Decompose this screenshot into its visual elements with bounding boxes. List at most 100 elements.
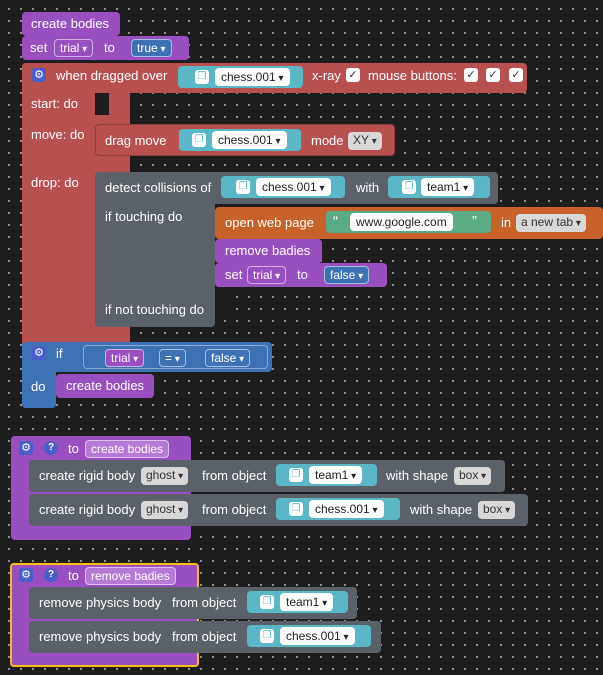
trial-variable-dropdown[interactable]: trial	[54, 39, 94, 57]
from-object-label: from object	[172, 629, 237, 644]
detect-object-dropdown[interactable]: chess.001	[256, 178, 331, 196]
remove-badies-call-block[interactable]: remove badies	[215, 239, 322, 263]
set-label: set	[30, 40, 48, 55]
close-quote-icon: ”	[472, 213, 477, 230]
to-label: to	[68, 568, 79, 583]
detect-collisions-label: detect collisions of	[105, 180, 212, 195]
start-do-label: start: do	[31, 96, 78, 111]
gear-icon[interactable]: ⚙	[19, 441, 33, 455]
object-selector[interactable]: ❒ chess.001	[247, 625, 371, 647]
body-type-dropdown[interactable]: ghost	[141, 467, 189, 485]
gear-icon[interactable]: ⚙	[19, 568, 33, 582]
compare-block[interactable]: trial = false	[83, 345, 268, 369]
trial-variable-dropdown[interactable]: trial	[247, 266, 287, 284]
remove-physics-body-row-1[interactable]: remove physics body from object ❒ team1	[29, 587, 357, 619]
set-trial-false-block[interactable]: set trial to false	[215, 263, 387, 287]
to-label: to	[68, 441, 79, 456]
from-object-label: from object	[202, 468, 267, 483]
do-label: do	[31, 379, 46, 394]
if-label: if	[56, 346, 63, 361]
object-icon: ❒	[195, 70, 209, 84]
drag-move-object-dropdown[interactable]: chess.001	[212, 131, 287, 149]
start-do-slot[interactable]	[95, 93, 109, 115]
detect-object-selector[interactable]: ❒ chess.001	[221, 176, 345, 198]
remove-physics-body-row-2[interactable]: remove physics body from object ❒ chess.…	[29, 621, 381, 653]
with-shape-label: with shape	[386, 468, 449, 483]
create-rigid-body-label: create rigid body	[39, 468, 136, 483]
open-quote-icon: “	[333, 213, 338, 230]
if-block-footer	[22, 396, 56, 408]
body-type-dropdown[interactable]: ghost	[141, 501, 189, 519]
not-touching-slot[interactable]	[215, 296, 229, 318]
url-text-block[interactable]: “ www.google.com ”	[326, 211, 491, 233]
object-dropdown[interactable]: team1	[309, 466, 363, 484]
false-value-dropdown[interactable]: false	[324, 266, 370, 284]
shape-dropdown[interactable]: box	[478, 501, 516, 519]
drag-object-dropdown[interactable]: chess.001	[215, 68, 290, 86]
remove-badies-call-label: remove badies	[225, 243, 311, 258]
drag-move-block[interactable]: drag move ❒ chess.001 mode XY	[95, 124, 395, 156]
if-not-touching-label: if not touching do	[105, 302, 205, 317]
object-icon: ❒	[260, 629, 274, 643]
object-dropdown[interactable]: chess.001	[309, 500, 384, 518]
drag-object-selector[interactable]: ❒ chess.001	[178, 66, 303, 88]
create-bodies-call-block[interactable]: create bodies	[56, 374, 154, 398]
mouse-button-left-checkbox[interactable]: ✓	[464, 68, 478, 82]
from-object-label: from object	[202, 502, 267, 517]
detect-target-selector[interactable]: ❒ team1	[388, 176, 490, 198]
open-web-page-label: open web page	[225, 215, 314, 230]
create-rigid-body-row-1[interactable]: create rigid body ghost from object ❒ te…	[29, 460, 505, 492]
drag-move-label: drag move	[105, 133, 167, 148]
object-dropdown[interactable]: chess.001	[280, 627, 355, 645]
create-bodies-call-block[interactable]: create bodies	[22, 12, 120, 36]
x-ray-label: x-ray	[312, 68, 341, 83]
shape-dropdown[interactable]: box	[454, 467, 492, 485]
object-icon: ❒	[402, 180, 416, 194]
create-rigid-body-row-2[interactable]: create rigid body ghost from object ❒ ch…	[29, 494, 528, 526]
trial-getter[interactable]: trial	[105, 349, 145, 367]
object-selector[interactable]: ❒ chess.001	[276, 498, 400, 520]
object-dropdown[interactable]: team1	[280, 593, 334, 611]
from-object-label: from object	[172, 595, 237, 610]
gear-icon[interactable]: ⚙	[32, 346, 46, 360]
object-selector[interactable]: ❒ team1	[276, 464, 377, 486]
in-label: in	[501, 215, 512, 230]
move-do-label: move: do	[31, 127, 85, 142]
mouse-buttons-label: mouse buttons:	[368, 68, 457, 83]
object-icon: ❒	[192, 133, 206, 147]
mouse-button-middle-checkbox[interactable]: ✓	[486, 68, 500, 82]
set-trial-block[interactable]: set trial to true	[22, 36, 189, 60]
mouse-button-right-checkbox[interactable]: ✓	[509, 68, 523, 82]
help-icon[interactable]: ?	[44, 441, 58, 455]
mode-dropdown[interactable]: XY	[348, 132, 382, 150]
true-value-dropdown[interactable]: true	[131, 39, 172, 57]
gear-icon[interactable]: ⚙	[32, 68, 46, 82]
to-label: to	[104, 40, 115, 55]
object-icon: ❒	[289, 468, 303, 482]
false-value-dropdown[interactable]: false	[205, 349, 251, 367]
drop-do-label: drop: do	[31, 175, 79, 190]
when-dragged-over-label: when dragged over	[56, 68, 168, 83]
with-shape-label: with shape	[410, 502, 473, 517]
function-name-input[interactable]: create bodies	[85, 440, 170, 458]
remove-physics-body-label: remove physics body	[39, 629, 162, 644]
url-input[interactable]: www.google.com	[350, 213, 453, 231]
object-icon: ❒	[260, 595, 274, 609]
if-touching-label: if touching do	[105, 209, 183, 224]
object-icon: ❒	[236, 180, 250, 194]
to-label: to	[297, 267, 308, 282]
detect-target-dropdown[interactable]: team1	[421, 178, 475, 196]
with-label: with	[356, 180, 380, 195]
compare-operator-dropdown[interactable]: =	[159, 349, 186, 367]
function-name-input[interactable]: remove badies	[85, 567, 176, 585]
open-web-page-block[interactable]: open web page “ www.google.com ” in a ne…	[215, 207, 603, 239]
remove-physics-body-label: remove physics body	[39, 595, 162, 610]
set-label: set	[225, 267, 243, 282]
drag-move-object-selector[interactable]: ❒ chess.001	[179, 129, 301, 151]
create-bodies-call-label: create bodies	[66, 378, 145, 393]
help-icon[interactable]: ?	[44, 568, 58, 582]
create-bodies-call-label: create bodies	[31, 16, 110, 31]
x-ray-checkbox[interactable]: ✓	[346, 68, 360, 82]
object-selector[interactable]: ❒ team1	[247, 591, 348, 613]
tab-target-dropdown[interactable]: a new tab	[516, 214, 586, 232]
